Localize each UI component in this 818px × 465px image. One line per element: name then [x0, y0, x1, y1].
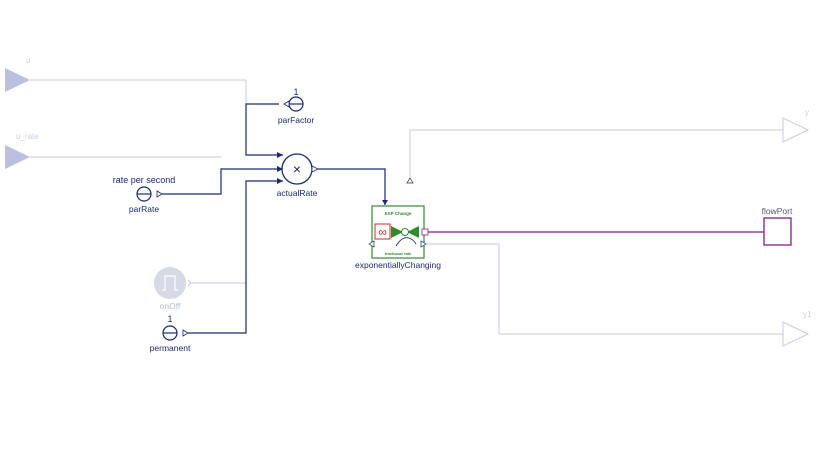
line-actualrate-out[interactable]: [318, 168, 386, 205]
output-arrow-icon: [420, 240, 427, 248]
exp-block-footer: fractional rate: [385, 251, 412, 256]
output-triangle-icon: [782, 321, 810, 347]
input-port-u-rate[interactable]: u_rate: [5, 132, 39, 169]
input-arrow-icon: [368, 240, 375, 248]
line-parfactor[interactable]: [245, 103, 283, 156]
block-parfactor[interactable]: 1 parFactor: [278, 87, 315, 125]
input-triangle-icon: [5, 145, 30, 169]
output-arrow-icon: [283, 100, 290, 108]
pulse-icon: [162, 275, 178, 291]
block-exponentially-changing[interactable]: EXP Change ∞ fractional rate exponential…: [355, 177, 441, 270]
valve-icon: [391, 226, 403, 238]
block-onoff[interactable]: onOff: [154, 267, 192, 311]
input-triangle-icon: [5, 68, 30, 92]
parfactor-label: parFactor: [278, 115, 315, 125]
block-permanent[interactable]: 1 permanent: [150, 314, 191, 353]
output-arrow-icon: [187, 279, 192, 287]
output-port-y1[interactable]: y1: [782, 310, 812, 347]
output-port-y[interactable]: y: [782, 108, 810, 143]
exp-block-label: exponentiallyChanging: [355, 260, 441, 270]
parfactor-value: 1: [293, 87, 298, 97]
exp-block-header: EXP Change: [385, 211, 412, 216]
input-arrow-icon: [277, 178, 283, 184]
output-port-flowport[interactable]: flowPort: [762, 206, 793, 246]
flowport-square-icon: [763, 217, 792, 246]
permanent-value: 1: [167, 314, 172, 324]
actualrate-label: actualRate: [277, 188, 318, 198]
connections: [30, 79, 783, 335]
input-label-u-rate: u_rate: [16, 132, 39, 141]
infinity-box: [374, 223, 391, 240]
flow-port-connector: [421, 228, 429, 236]
output-arrow-icon: [182, 329, 189, 337]
rate-curve-icon: [395, 237, 417, 247]
flowport-label: flowPort: [762, 206, 793, 216]
input-label-u: u: [26, 56, 30, 65]
line-to-y[interactable]: [409, 129, 783, 178]
block-parrate[interactable]: rate per second parRate: [113, 175, 176, 214]
input-arrow-icon: [382, 200, 388, 205]
valve-icon: [407, 226, 419, 238]
line-parrate[interactable]: [162, 168, 283, 195]
line-to-y1[interactable]: [426, 243, 783, 335]
input-arrow-icon: [277, 166, 283, 172]
output-label-y: y: [805, 108, 809, 117]
permanent-label: permanent: [150, 343, 191, 353]
input-port-u[interactable]: u: [5, 56, 30, 92]
line-permanent[interactable]: [188, 180, 283, 334]
output-arrow-icon: [311, 165, 319, 173]
parrate-label: parRate: [129, 204, 160, 214]
onoff-label: onOff: [160, 301, 181, 311]
multiply-icon: ×: [293, 161, 301, 177]
line-u-to-multiplier[interactable]: [30, 79, 283, 156]
output-label-y1: y1: [803, 310, 812, 319]
valve-center-icon: [401, 228, 409, 236]
infinity-icon: ∞: [378, 225, 387, 239]
output-triangle-icon: [782, 117, 810, 143]
block-actualrate[interactable]: × actualRate: [277, 152, 319, 198]
pulse-circle: [154, 267, 186, 299]
output-arrow-icon: [156, 190, 163, 198]
output-arrow-icon: [406, 177, 414, 184]
parrate-title: rate per second: [113, 175, 176, 185]
input-arrow-icon: [277, 152, 283, 158]
